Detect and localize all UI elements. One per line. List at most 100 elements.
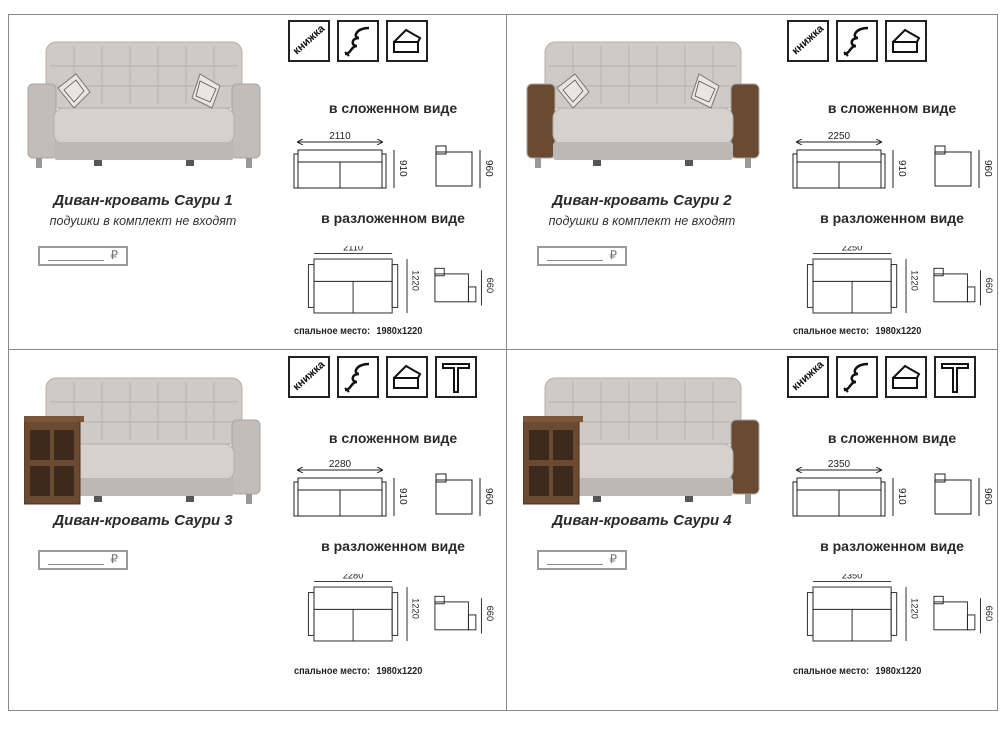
sleep-place-label: спальное место: bbox=[793, 666, 870, 677]
storage-box-icon bbox=[885, 20, 927, 62]
product-title: Диван-кровать Саури 1 bbox=[53, 192, 233, 209]
zigzag-icon bbox=[337, 20, 379, 62]
folded-width-label: 2350 bbox=[828, 460, 851, 470]
folded-side-depth-label: 960 bbox=[982, 488, 993, 505]
book-icon-label: книжка bbox=[290, 358, 328, 394]
sleep-place: спальное место: 1980x1220 bbox=[294, 666, 422, 677]
book-icon-label: книжка bbox=[789, 358, 827, 394]
divider-vertical bbox=[506, 14, 507, 711]
price-field: ₽ bbox=[38, 246, 128, 266]
book-icon: книжка bbox=[787, 20, 829, 62]
zigzag-icon bbox=[836, 356, 878, 398]
book-icon: книжка bbox=[288, 356, 330, 398]
unfolded-diagram: 2110 1220 660 bbox=[307, 246, 495, 314]
currency-sign: ₽ bbox=[110, 552, 118, 566]
unfolded-diagram: 2350 1220 660 bbox=[806, 574, 994, 642]
price-field: ₽ bbox=[537, 550, 627, 570]
unfolded-depth-label: 1220 bbox=[910, 598, 920, 619]
storage-box-icon bbox=[885, 356, 927, 398]
sleep-place: спальное место: 1980x1220 bbox=[793, 326, 921, 337]
divider-horizontal bbox=[8, 349, 998, 350]
sofa-photo bbox=[24, 377, 261, 505]
folded-side-depth-label: 960 bbox=[483, 488, 494, 505]
unfolded-side-depth-label: 660 bbox=[485, 606, 495, 622]
book-icon: книжка bbox=[787, 356, 829, 398]
price-field: ₽ bbox=[537, 246, 627, 266]
unfolded-side-depth-label: 660 bbox=[984, 606, 994, 622]
table-icon bbox=[435, 356, 477, 398]
sofa-photo bbox=[27, 41, 261, 168]
folded-diagram: 2350 910 960 bbox=[792, 460, 993, 517]
sleep-place-label: спальное место: bbox=[793, 326, 870, 337]
book-icon-label: книжка bbox=[789, 22, 827, 58]
book-icon-label: книжка bbox=[290, 22, 328, 58]
mechanism-icons: книжка bbox=[787, 356, 976, 398]
folded-side-depth-label: 960 bbox=[982, 160, 993, 177]
sleep-place: спальное место: 1980x1220 bbox=[793, 666, 921, 677]
unfolded-side-depth-label: 660 bbox=[984, 278, 994, 294]
sleep-place-size: 1980x1220 bbox=[376, 326, 423, 337]
mechanism-icons: книжка bbox=[787, 20, 927, 62]
price-blank bbox=[48, 260, 104, 261]
folded-width-label: 2250 bbox=[828, 132, 851, 142]
product-title: Диван-кровать Саури 2 bbox=[552, 192, 732, 209]
unfolded-width-label: 2110 bbox=[343, 246, 363, 253]
currency-sign: ₽ bbox=[609, 552, 617, 566]
unfolded-depth-label: 1220 bbox=[411, 270, 421, 291]
unfolded-diagram: 2250 1220 660 bbox=[806, 246, 994, 314]
folded-width-label: 2110 bbox=[329, 132, 351, 142]
unfolded-label: в разложенном виде bbox=[820, 210, 964, 226]
unfolded-label: в разложенном виде bbox=[820, 538, 964, 554]
zigzag-icon bbox=[337, 356, 379, 398]
folded-side-depth-label: 960 bbox=[483, 160, 494, 177]
price-blank bbox=[547, 564, 603, 565]
mechanism-icons: книжка bbox=[288, 356, 477, 398]
product-card-2: Диван-кровать Саури 2 подушки в комплект… bbox=[507, 14, 1000, 348]
sleep-place-size: 1980x1220 bbox=[376, 666, 423, 677]
product-title: Диван-кровать Саури 3 bbox=[53, 512, 233, 529]
unfolded-label: в разложенном виде bbox=[321, 538, 465, 554]
book-icon: книжка bbox=[288, 20, 330, 62]
mechanism-icons: книжка bbox=[288, 20, 428, 62]
table-icon bbox=[934, 356, 976, 398]
product-card-1: Диван-кровать Саури 1 подушки в комплект… bbox=[8, 14, 505, 348]
price-blank bbox=[547, 260, 603, 261]
product-card-4: Диван-кровать Саури 4 ₽ книжка в сложенн… bbox=[507, 350, 1000, 684]
folded-label: в сложенном виде bbox=[827, 100, 957, 116]
unfolded-depth-label: 1220 bbox=[411, 598, 421, 619]
zigzag-icon bbox=[836, 20, 878, 62]
currency-sign: ₽ bbox=[609, 248, 617, 262]
folded-depth-label: 910 bbox=[397, 160, 408, 177]
price-field: ₽ bbox=[38, 550, 128, 570]
product-card-3: Диван-кровать Саури 3 ₽ книжка в сложенн… bbox=[8, 350, 505, 684]
sofa-photo bbox=[526, 41, 760, 168]
unfolded-width-label: 2250 bbox=[842, 246, 863, 253]
folded-label: в сложенном виде bbox=[328, 100, 458, 116]
folded-depth-label: 910 bbox=[896, 488, 907, 505]
price-blank bbox=[48, 564, 104, 565]
unfolded-label: в разложенном виде bbox=[321, 210, 465, 226]
folded-label: в сложенном виде bbox=[328, 430, 458, 446]
folded-label: в сложенном виде bbox=[827, 430, 957, 446]
sleep-place-label: спальное место: bbox=[294, 666, 371, 677]
sleep-place-size: 1980x1220 bbox=[875, 666, 922, 677]
folded-depth-label: 910 bbox=[896, 160, 907, 177]
sleep-place-label: спальное место: bbox=[294, 326, 371, 337]
currency-sign: ₽ bbox=[110, 248, 118, 262]
product-note: подушки в комплект не входят bbox=[548, 214, 736, 228]
unfolded-width-label: 2350 bbox=[842, 574, 863, 581]
folded-diagram: 2250 910 960 bbox=[792, 132, 993, 189]
storage-box-icon bbox=[386, 20, 428, 62]
unfolded-diagram: 2280 1220 660 bbox=[307, 574, 495, 642]
sleep-place-size: 1980x1220 bbox=[875, 326, 922, 337]
catalog-sheet bbox=[8, 14, 998, 711]
storage-box-icon bbox=[386, 356, 428, 398]
folded-diagram: 2110 910 960 bbox=[293, 132, 494, 189]
sofa-photo bbox=[523, 377, 760, 505]
unfolded-side-depth-label: 660 bbox=[485, 278, 495, 294]
product-note: подушки в комплект не входят bbox=[49, 214, 237, 228]
sleep-place: спальное место: 1980x1220 bbox=[294, 326, 422, 337]
unfolded-width-label: 2280 bbox=[343, 574, 364, 581]
folded-width-label: 2280 bbox=[329, 460, 352, 470]
product-title: Диван-кровать Саури 4 bbox=[552, 512, 732, 529]
